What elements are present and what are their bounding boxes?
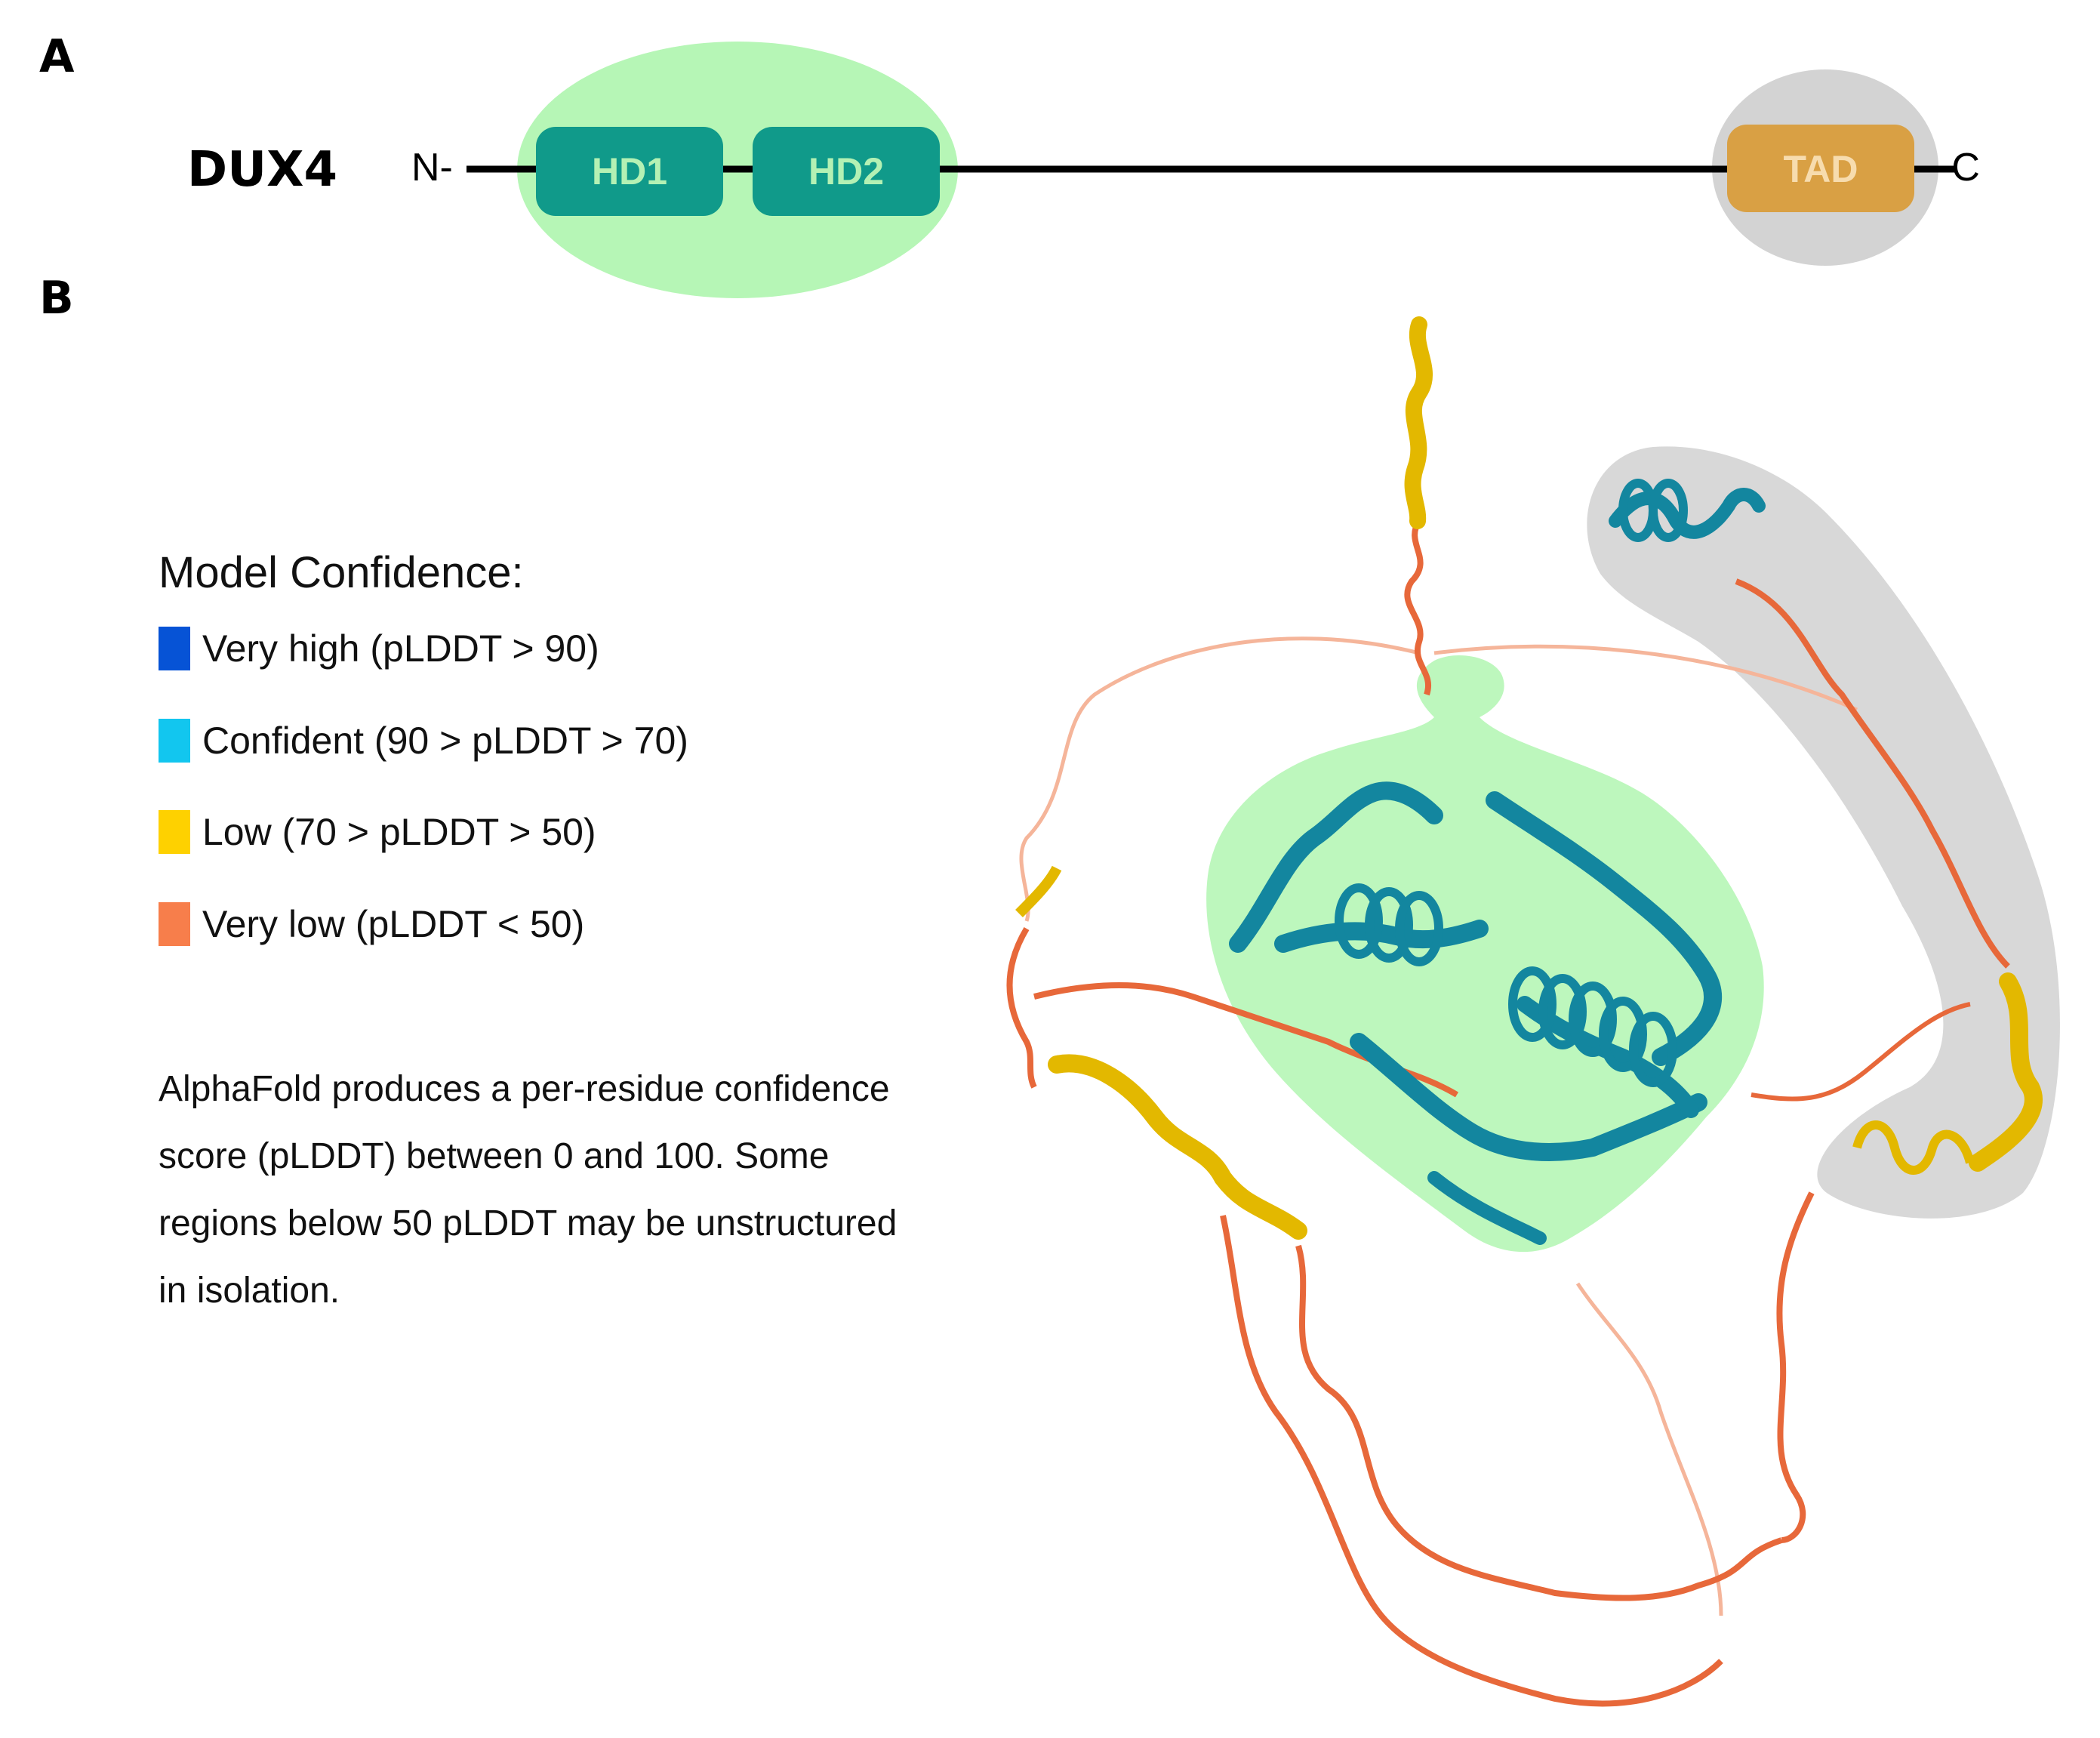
faint-loop-lower [1575,1282,1723,1616]
caption-line: in isolation. [159,1271,340,1311]
right-connection-loop [1751,1002,1971,1102]
panel-b-label: B [39,272,74,325]
tad-coil [1852,1120,1975,1175]
helix-1 [1229,781,1443,953]
legend-swatch [159,810,190,854]
upper-left-low-segment [1015,865,1062,917]
tad-linker-loop [1735,578,2010,969]
helix-4 [1350,1033,1707,1161]
n-terminal-strand [1404,316,1433,529]
coil-ring-1 [1335,883,1383,959]
legend-swatch [159,627,190,670]
hd1-domain-box [536,127,723,216]
bottom-long-loop [1295,1244,1783,1601]
left-outer-loop [1006,926,1037,1089]
coil-ring-3 [1395,891,1443,966]
confidence-caption: AlphaFold produces a per-residue confide… [159,1055,1012,1324]
c-terminus-label: -C [1938,146,1980,190]
coil-ring-2 [1365,887,1413,963]
legend-title: Model Confidence: [159,548,524,597]
bottom-outer-loop [1220,1215,1723,1707]
tad-domain-box [1727,125,1914,212]
caption-line: regions below 50 pLDDT may be unstructur… [159,1203,898,1243]
coil-ring-6 [1569,981,1617,1057]
protein-name: DUX4 [187,142,337,198]
coil-ring-4 [1508,966,1557,1042]
tad-confident-helix [1609,488,1766,539]
coil-ring-7 [1599,997,1647,1072]
domain-schematic [466,42,1955,298]
faint-loop-right-arc [1433,644,1858,712]
right-descending-loop [1776,1191,1815,1543]
panel-a-label: A [39,30,75,83]
legend-item-label: Very low (pLDDT < 50) [202,903,585,945]
alphafold-structure [1006,316,2060,1707]
hd2-domain-box [753,127,940,216]
legend-item-label: Very high (pLDDT > 90) [202,627,599,670]
n-terminus-label: N- [411,146,453,190]
helix-3 [1486,791,1723,1066]
legend-swatch [159,902,190,946]
hd2-label: HD2 [808,150,885,193]
helix-6 [1427,1171,1547,1245]
homeodomain-region-highlight [1206,655,1764,1253]
tad-helix-low [1969,972,2043,1172]
coil-ring-8 [1629,1012,1677,1087]
hd1-label: HD1 [591,150,668,193]
legend-swatch [159,719,190,763]
coil-ring-5 [1538,974,1587,1049]
legend-item-label: Low (70 > pLDDT > 50) [202,811,596,853]
faint-loop-upper-arc [1019,636,1420,922]
tad-region-highlight [1587,446,2060,1219]
caption-line: AlphaFold produces a per-residue confide… [159,1069,890,1109]
helix-coils [1335,479,1688,1087]
legend-item-label: Confident (90 > pLDDT > 70) [202,720,688,762]
left-low-confidence-helix [1048,1054,1307,1240]
tad-label: TAD [1783,148,1858,190]
n-terminal-tail [1404,519,1431,696]
caption-line: score (pLDDT) between 0 and 100. Some [159,1136,830,1176]
coil-ring-10 [1649,479,1688,542]
